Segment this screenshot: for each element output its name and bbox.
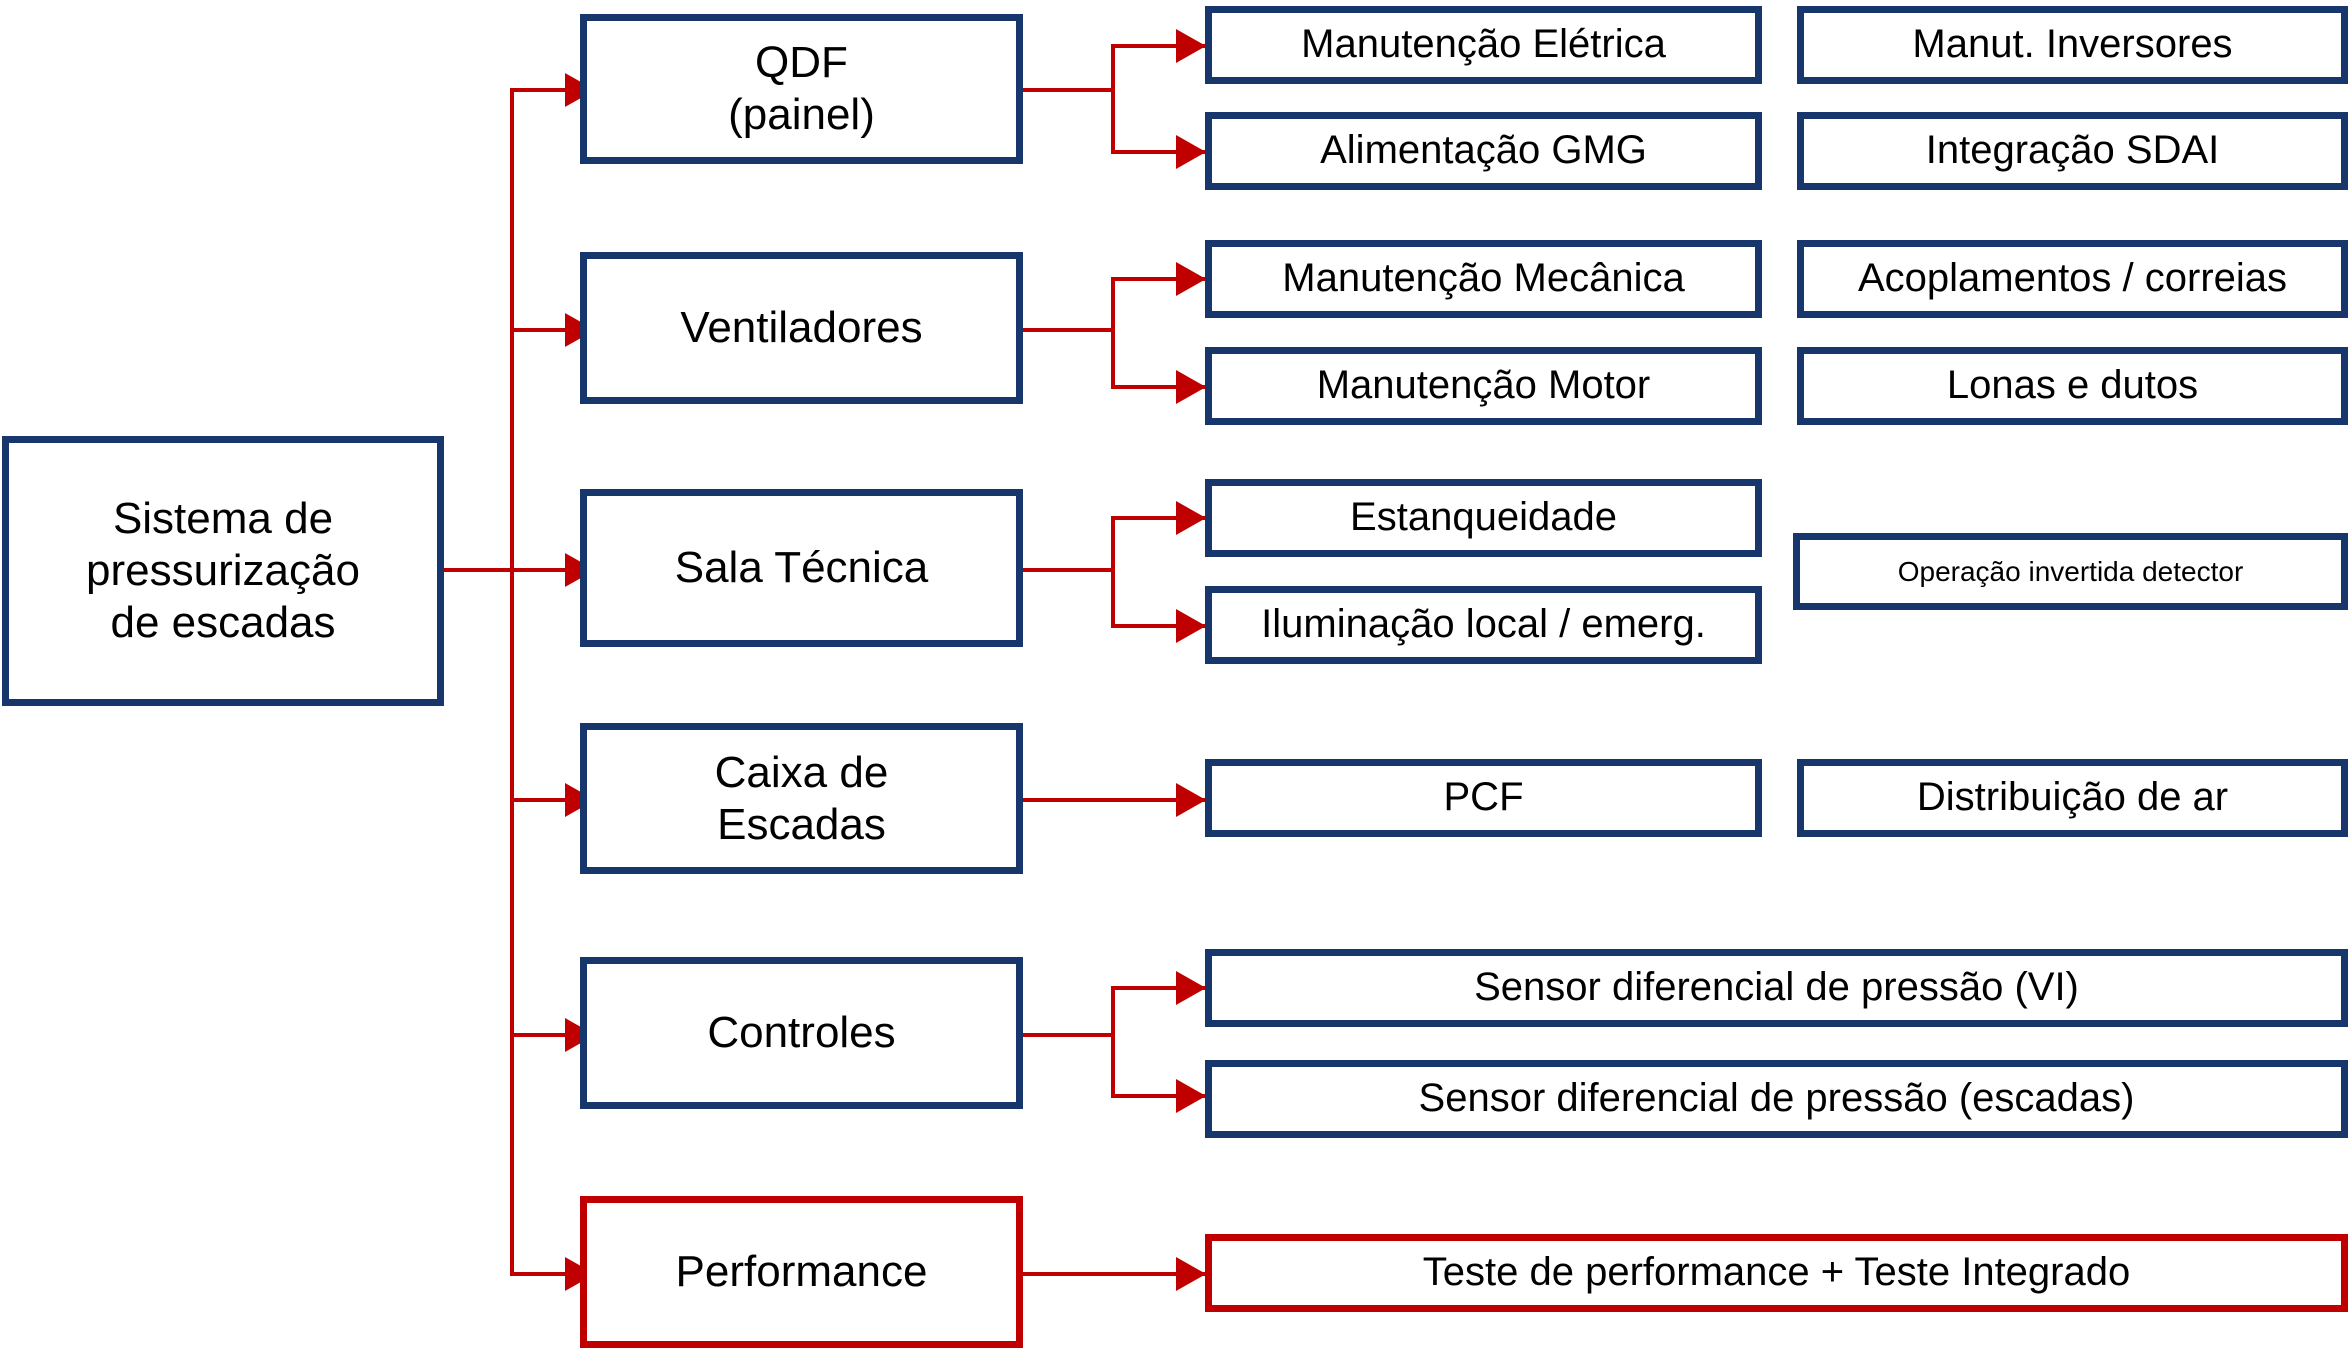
branch-caixa-label-line1: Caixa de (714, 747, 889, 797)
leaf-label: Sensor diferencial de pressão (escadas) (1418, 1076, 2135, 1121)
connector-spine-to-caixa-de-escadas (510, 798, 572, 802)
node-leaf-sensor-diferencial-pressao-vi[interactable]: Sensor diferencial de pressão (VI) (1205, 949, 2348, 1027)
node-leaf-sensor-diferencial-pressao-escadas[interactable]: Sensor diferencial de pressão (escadas) (1205, 1060, 2348, 1138)
leaf-label: PCF (1443, 775, 1524, 820)
connector-controles-child2 (1111, 1094, 1207, 1098)
connector-spine-to-performance (510, 1272, 572, 1276)
node-leaf-manutencao-motor[interactable]: Manutenção Motor (1205, 347, 1762, 425)
branch-sala-tecnica-label: Sala Técnica (674, 543, 929, 593)
node-root-sistema-pressurizacao[interactable]: Sistema de pressurização de escadas (2, 436, 444, 706)
connector-spine-to-controles (510, 1033, 572, 1037)
leaf-label: Operação invertida detector (1897, 555, 2244, 587)
node-leaf-pcf[interactable]: PCF (1205, 759, 1762, 837)
connector-controles-child1 (1111, 986, 1207, 990)
root-label-line1: Sistema de (112, 494, 334, 544)
connector-qdf-child1 (1111, 44, 1207, 48)
node-branch-sala-tecnica[interactable]: Sala Técnica (580, 489, 1023, 647)
root-label-line2: pressurização (86, 546, 360, 596)
leaf-label: Manutenção Motor (1316, 363, 1651, 408)
leaf-label: Iluminação local / emerg. (1261, 602, 1706, 647)
arrow-ventiladores-child2 (1176, 370, 1206, 404)
branch-qdf-label-line1: QDF (755, 38, 848, 88)
connector-sala-tecnica-out (1023, 568, 1115, 572)
node-branch-qdf[interactable]: QDF (painel) (580, 14, 1023, 164)
node-leaf-manutencao-eletrica[interactable]: Manutenção Elétrica (1205, 6, 1762, 84)
node-leaf-acoplamentos-correias[interactable]: Acoplamentos / correias (1797, 240, 2348, 318)
arrow-caixa-de-escadas-child1 (1176, 783, 1206, 817)
leaf-label: Estanqueidade (1350, 495, 1617, 540)
arrow-ventiladores-child1 (1176, 262, 1206, 296)
arrow-qdf-child1 (1176, 29, 1206, 63)
node-leaf-estanqueidade[interactable]: Estanqueidade (1205, 479, 1762, 557)
node-branch-caixa-de-escadas[interactable]: Caixa de Escadas (580, 723, 1023, 874)
connector-ventiladores-out (1023, 328, 1115, 332)
connector-caixa-de-escadas-child1 (1023, 798, 1207, 802)
connector-sala-tecnica-fork (1111, 518, 1115, 628)
connector-spine-to-qdf (510, 88, 572, 92)
leaf-label: Manut. Inversores (1912, 22, 2233, 67)
connector-ventiladores-child1 (1111, 277, 1207, 281)
leaf-label: Alimentação GMG (1320, 128, 1647, 173)
arrow-controles-child2 (1176, 1079, 1206, 1113)
branch-performance-label: Performance (675, 1247, 928, 1297)
branch-ventiladores-label: Ventiladores (680, 303, 923, 353)
leaf-label: Manutenção Elétrica (1301, 22, 1666, 67)
branch-caixa-label-line2: Escadas (717, 799, 886, 849)
leaf-label: Integração SDAI (1925, 128, 2220, 173)
leaf-label: Acoplamentos / correias (1857, 256, 2288, 301)
connector-sala-tecnica-child1 (1111, 516, 1207, 520)
leaf-label: Teste de performance + Teste Integrado (1422, 1250, 2131, 1295)
node-leaf-distribuicao-de-ar[interactable]: Distribuição de ar (1797, 759, 2348, 837)
leaf-label: Manutenção Mecânica (1282, 256, 1685, 301)
connector-spine-to-sala-tecnica (510, 568, 572, 572)
arrow-sala-tecnica-child1 (1176, 501, 1206, 535)
branch-qdf-label-line2: (painel) (728, 90, 875, 139)
arrow-controles-child1 (1176, 971, 1206, 1005)
leaf-label: Lonas e dutos (1946, 363, 2199, 408)
connector-ventiladores-fork (1111, 279, 1115, 389)
connector-ventiladores-child2 (1111, 385, 1207, 389)
node-leaf-operacao-invertida-detector[interactable]: Operação invertida detector (1793, 533, 2348, 610)
connector-controles-fork (1111, 988, 1115, 1098)
leaf-label: Sensor diferencial de pressão (VI) (1474, 965, 2079, 1010)
connector-qdf-out (1023, 88, 1115, 92)
node-leaf-integracao-sdai[interactable]: Integração SDAI (1797, 112, 2348, 190)
connector-spine-to-ventiladores (510, 328, 572, 332)
connector-controles-out (1023, 1033, 1115, 1037)
node-branch-performance[interactable]: Performance (580, 1196, 1023, 1348)
connector-root-stub (444, 568, 514, 572)
arrow-sala-tecnica-child2 (1176, 609, 1206, 643)
node-leaf-manutencao-mecanica[interactable]: Manutenção Mecânica (1205, 240, 1762, 318)
node-leaf-manut-inversores[interactable]: Manut. Inversores (1797, 6, 2348, 84)
branch-controles-label: Controles (707, 1008, 896, 1058)
connector-performance-child1 (1023, 1272, 1207, 1276)
node-leaf-teste-performance-integrado[interactable]: Teste de performance + Teste Integrado (1205, 1234, 2348, 1312)
node-branch-controles[interactable]: Controles (580, 957, 1023, 1109)
connector-qdf-child2 (1111, 150, 1207, 154)
arrow-qdf-child2 (1176, 135, 1206, 169)
node-leaf-iluminacao-local-emerg[interactable]: Iluminação local / emerg. (1205, 586, 1762, 664)
node-leaf-alimentacao-gmg[interactable]: Alimentação GMG (1205, 112, 1762, 190)
node-branch-ventiladores[interactable]: Ventiladores (580, 252, 1023, 404)
arrow-performance-child1 (1176, 1257, 1206, 1291)
node-leaf-lonas-e-dutos[interactable]: Lonas e dutos (1797, 347, 2348, 425)
root-label-line3: de escadas (110, 597, 336, 647)
connector-qdf-fork (1111, 46, 1115, 154)
leaf-label: Distribuição de ar (1916, 775, 2229, 820)
connector-sala-tecnica-child2 (1111, 624, 1207, 628)
connector-main-spine (510, 90, 514, 1276)
